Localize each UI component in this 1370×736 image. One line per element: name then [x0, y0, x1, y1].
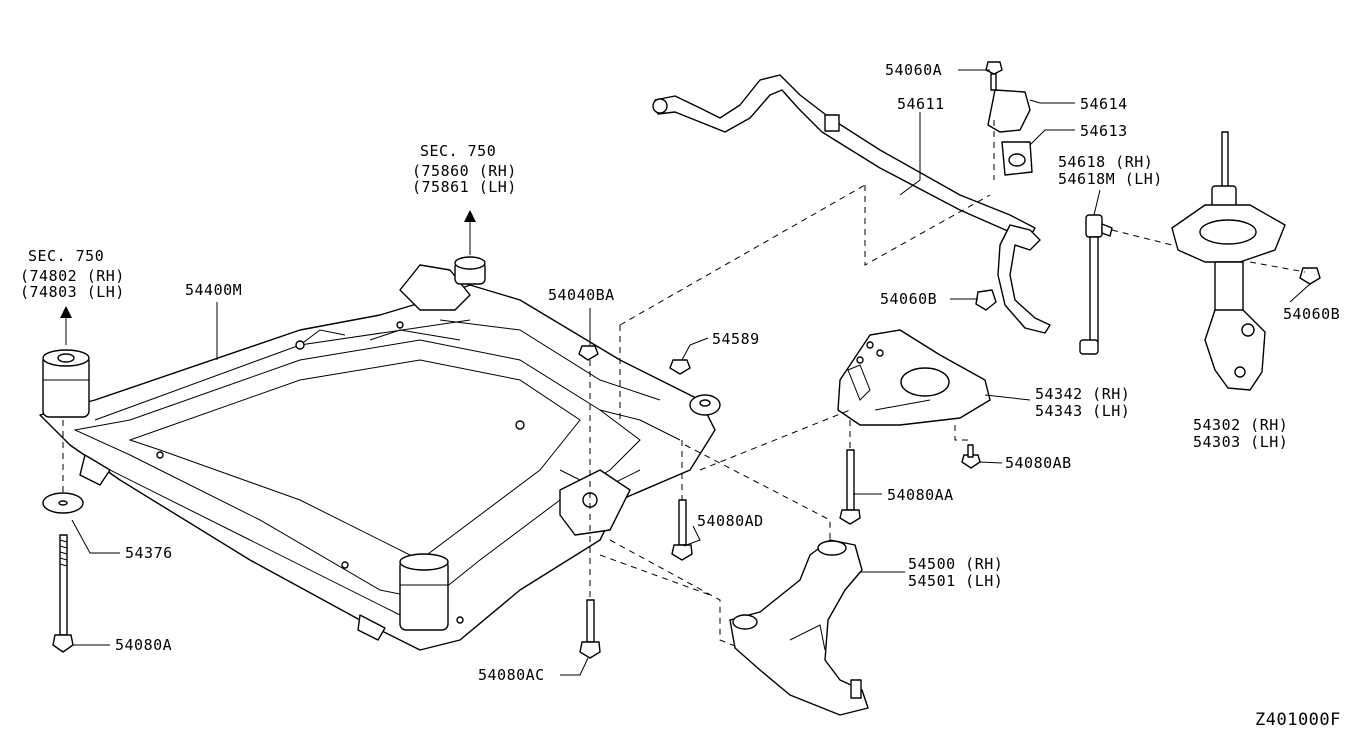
label-54080a: 54080A [115, 636, 173, 654]
label-54060a: 54060A [885, 61, 943, 79]
label-54589: 54589 [712, 330, 760, 348]
label-54060b-left: 54060B [880, 290, 938, 308]
sec750-arrow-left [60, 306, 72, 345]
label-54501: 54501 (LH) [908, 572, 1004, 590]
strut-assembly [1171, 131, 1286, 391]
label-54613: 54613 [1080, 122, 1128, 140]
member-bracket-54342 [837, 329, 991, 426]
sec750-arrow-right [464, 210, 476, 255]
nut-54589 [669, 359, 691, 375]
label-sec750-right: SEC. 750 [420, 142, 497, 160]
label-75860: (75860 (RH) [412, 162, 517, 180]
label-54343: 54343 (LH) [1035, 402, 1131, 420]
bolt-54080ac [579, 599, 601, 659]
label-74803-text: 74803 (LH) [29, 283, 125, 301]
stabilizer-bar [652, 74, 1051, 334]
label-54040ba: 54040BA [548, 286, 615, 304]
label-54302: 54302 (RH) [1193, 416, 1289, 434]
front-mount-bushing [42, 349, 90, 418]
bolt-54060a [985, 61, 1003, 91]
label-74803: (74803 (LH) [20, 283, 125, 301]
label-54080ad: 54080AD [697, 512, 764, 530]
label-54342: 54342 (RH) [1035, 385, 1131, 403]
label-54303: 54303 (LH) [1193, 433, 1289, 451]
label-54614: 54614 [1080, 95, 1128, 113]
diagram-code: Z401000F [1255, 710, 1341, 730]
label-54080aa: 54080AA [887, 486, 954, 504]
label-75861-text: 75861 (LH) [421, 178, 517, 196]
bolt-54040ba [578, 345, 599, 361]
label-54080ab: 54080AB [1005, 454, 1072, 472]
bushing-upper [689, 394, 721, 416]
rear-mount-bushing [399, 553, 449, 631]
transverse-link [729, 539, 869, 716]
label-54618m: 54618M (LH) [1058, 170, 1163, 188]
label-54618: 54618 (RH) [1058, 153, 1154, 171]
label-74802: (74802 (RH) [20, 267, 125, 285]
label-54611: 54611 [897, 95, 945, 113]
stabilizer-link [1079, 214, 1113, 355]
label-54376: 54376 [125, 544, 173, 562]
label-74802-text: 74802 (RH) [29, 267, 125, 285]
label-54080ac: 54080AC [478, 666, 545, 684]
bolt-54080aa [839, 449, 861, 525]
washer-54376 [42, 492, 84, 514]
label-75860-text: 75860 (RH) [421, 162, 517, 180]
label-54060b-right: 54060B [1283, 305, 1341, 323]
label-54400m: 54400M [185, 281, 243, 299]
label-sec750-left: SEC. 750 [28, 247, 105, 265]
label-75861: (75861 (LH) [412, 178, 517, 196]
front-subframe [39, 264, 716, 651]
bolt-54080ab [961, 444, 981, 469]
label-54500: 54500 (RH) [908, 555, 1004, 573]
nut-54060b-left [975, 289, 997, 311]
bolt-54080a [52, 534, 74, 653]
top-mount-bushing [454, 256, 486, 285]
bracket-54614 [987, 89, 1031, 133]
bushing-54613 [1001, 141, 1033, 176]
